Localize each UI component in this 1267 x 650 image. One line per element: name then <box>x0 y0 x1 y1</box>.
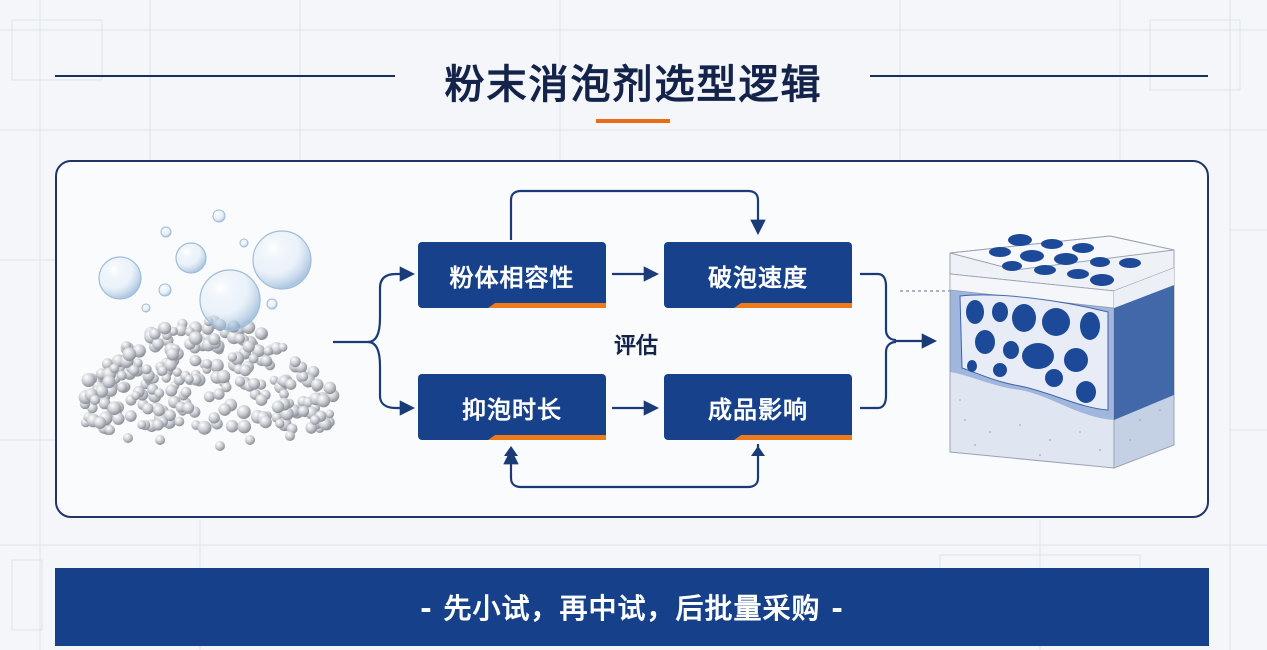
title-accent-bar <box>596 119 670 123</box>
foam-block-illustration <box>949 234 1175 469</box>
node-label: 成品影响 <box>708 395 808 424</box>
page-title: 粉末消泡剂选型逻辑 <box>444 62 823 108</box>
flow-connectors <box>333 189 938 489</box>
title-area: 粉末消泡剂选型逻辑 <box>0 48 1267 108</box>
title-rule-right <box>870 75 1208 77</box>
evaluation-label: 评估 <box>613 334 658 359</box>
footer-text: - 先小试，再中试，后批量采购 - <box>420 592 844 625</box>
node-defoam-speed: 破泡速度 <box>664 242 852 308</box>
powder-bubbles-illustration <box>78 209 340 451</box>
footer-banner: - 先小试，再中试，后批量采购 - <box>55 568 1209 646</box>
node-product-impact: 成品影响 <box>664 374 852 440</box>
node-label: 破泡速度 <box>708 263 808 292</box>
node-label: 抑泡时长 <box>462 395 562 424</box>
node-label: 粉体相容性 <box>449 263 575 292</box>
title-rule-left <box>55 75 395 77</box>
node-suppression-duration: 抑泡时长 <box>418 374 606 440</box>
node-powder-compatibility: 粉体相容性 <box>418 242 606 308</box>
